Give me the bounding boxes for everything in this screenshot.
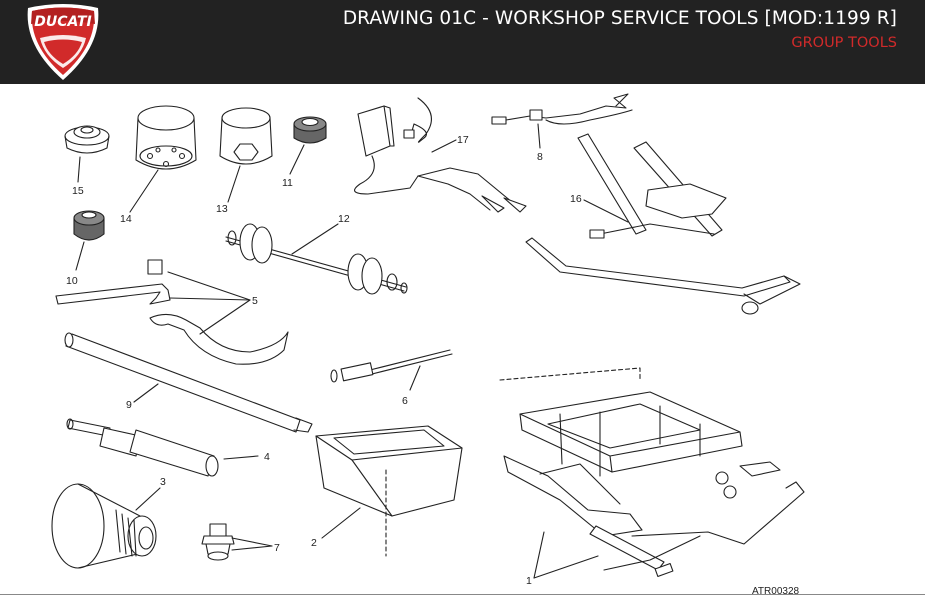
callout-14: 14 (120, 213, 132, 225)
leader-7a (231, 537, 273, 547)
group-outline (385, 367, 641, 557)
leader-14 (129, 169, 159, 213)
callout-6: 6 (402, 395, 408, 407)
leader-5a (167, 271, 251, 301)
callout-7: 7 (274, 542, 280, 554)
part-1-lift-stand[interactable] (503, 391, 805, 578)
leader-16 (583, 199, 629, 223)
part-3-flanged-sleeve[interactable] (51, 483, 157, 569)
group-tools-link[interactable]: GROUP TOOLS (791, 35, 897, 51)
leader-3 (135, 487, 161, 511)
part-13-hex-socket[interactable] (219, 107, 273, 165)
exploded-parts-diagram: 1 2 3 4 5 6 7 8 9 10 11 12 13 14 15 16 1… (51, 93, 805, 596)
part-6-extension-rod[interactable] (330, 349, 453, 383)
leader-5c (199, 299, 251, 335)
leader-1b (533, 555, 599, 579)
part-12-shaft-tool[interactable] (225, 223, 408, 295)
part-16-rear-stand[interactable] (525, 133, 801, 315)
leader-4 (223, 455, 259, 460)
part-5-spanner-set[interactable] (55, 259, 289, 365)
part-9-tube[interactable] (64, 332, 313, 433)
leader-11 (289, 144, 305, 175)
leader-1a (533, 531, 545, 579)
page-header: DUCATI DRAWING 01C - WORKSHOP SERVICE TO… (0, 0, 925, 84)
callout-4: 4 (264, 451, 270, 463)
part-2-tray[interactable] (315, 425, 463, 517)
leader-7b (231, 545, 273, 551)
callout-1: 1 (526, 575, 532, 587)
leader-9 (133, 383, 159, 403)
part-11-bushing[interactable] (293, 116, 327, 144)
callout-9: 9 (126, 399, 132, 411)
callout-5: 5 (252, 295, 258, 307)
leader-15 (77, 156, 81, 183)
leader-12 (291, 223, 339, 255)
callout-17: 17 (457, 134, 469, 146)
callout-11: 11 (282, 177, 293, 189)
leader-6 (409, 365, 421, 391)
callout-12: 12 (338, 213, 350, 225)
part-8-diagnostic-cable[interactable] (491, 93, 633, 125)
part-14-socket[interactable] (135, 105, 197, 170)
part-7-valve-adaptor[interactable] (201, 523, 235, 561)
callout-10: 10 (66, 275, 78, 287)
logo-wordmark: DUCATI (34, 14, 92, 30)
drawing-reference: ATR00328 (752, 586, 800, 596)
callout-16: 16 (570, 193, 582, 205)
callout-3: 3 (160, 476, 166, 488)
bottom-divider (0, 594, 925, 595)
leader-5b (169, 297, 251, 301)
leader-2 (321, 507, 361, 539)
page-title: DRAWING 01C - WORKSHOP SERVICE TOOLS [MO… (342, 8, 897, 29)
part-4-puller[interactable] (66, 418, 219, 477)
callout-15: 15 (72, 185, 84, 197)
part-15-ring[interactable] (64, 125, 110, 154)
ducati-logo[interactable]: DUCATI (22, 2, 104, 82)
leader-13 (227, 165, 241, 203)
callout-13: 13 (216, 203, 228, 215)
leader-17 (431, 139, 457, 153)
callout-8: 8 (537, 151, 543, 163)
part-17-battery-charger[interactable] (354, 97, 527, 213)
part-10-bushing[interactable] (73, 210, 105, 241)
leader-8 (537, 123, 541, 149)
leader-10 (75, 241, 85, 271)
callout-2: 2 (311, 537, 317, 549)
